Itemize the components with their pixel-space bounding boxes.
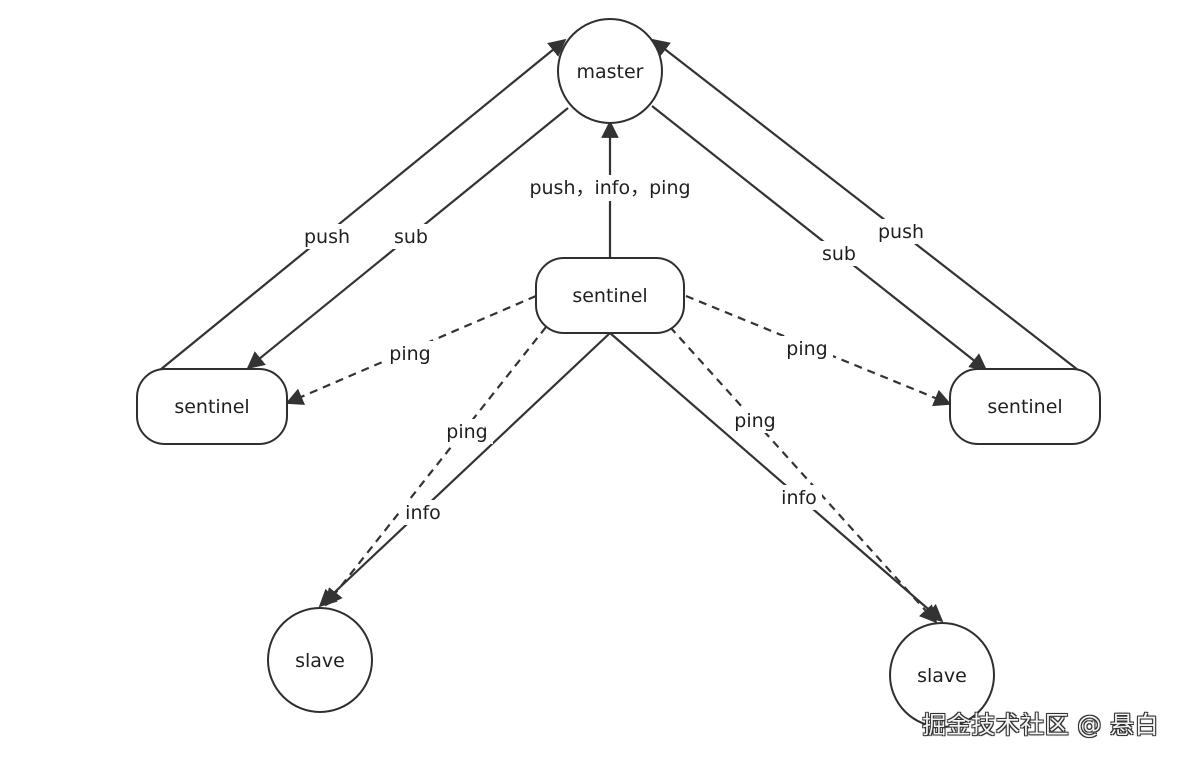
label-ping-left-sentinel: ping [384, 341, 436, 366]
label-ping-left-slave: ping [441, 419, 493, 444]
label-ping-right-slave: ping [729, 408, 781, 433]
node-sentinel-center: sentinel [535, 257, 685, 334]
node-slave-right: slave [889, 622, 995, 728]
label-info-right-slave: info [776, 485, 822, 510]
node-slave-left: slave [267, 607, 373, 713]
label-right-sub: sub [818, 241, 860, 266]
edge-left-sentinel-push-master [159, 38, 567, 371]
svg-text:push，info，ping: push，info，ping [529, 177, 690, 199]
svg-text:ping: ping [786, 338, 827, 360]
label-ping-right-sentinel: ping [781, 336, 833, 361]
svg-text:push: push [878, 221, 924, 243]
svg-text:info: info [781, 487, 817, 509]
svg-text:ping: ping [389, 343, 430, 365]
node-sentinel-right: sentinel [949, 368, 1101, 445]
label-left-sub: sub [390, 224, 432, 249]
edge-center-ping-right-slave [669, 326, 938, 624]
svg-text:slave: slave [295, 650, 345, 672]
svg-text:sub: sub [394, 226, 428, 248]
edge-center-ping-left-slave [324, 326, 547, 607]
edge-center-info-left-slave [318, 332, 611, 608]
svg-text:sentinel: sentinel [987, 396, 1062, 418]
label-right-push: push [874, 219, 928, 244]
svg-text:master: master [576, 61, 643, 83]
svg-text:slave: slave [917, 665, 967, 687]
svg-text:sentinel: sentinel [572, 285, 647, 307]
svg-text:push: push [304, 226, 350, 248]
label-left-push: push [300, 224, 354, 249]
label-center-push-info-ping: push，info，ping [526, 175, 694, 201]
edge-center-ping-left-sentinel [285, 294, 537, 405]
svg-text:info: info [405, 502, 441, 524]
svg-text:ping: ping [446, 421, 487, 443]
svg-text:sub: sub [822, 243, 856, 265]
svg-text:sentinel: sentinel [174, 396, 249, 418]
svg-text:ping: ping [734, 410, 775, 432]
watermark: 掘金技术社区 @ 悬白 [922, 711, 1159, 739]
edge-center-info-right-slave [609, 332, 944, 623]
edge-right-sentinel-push-master [651, 38, 1079, 371]
node-sentinel-left: sentinel [136, 368, 288, 445]
node-master: master [557, 18, 663, 124]
label-info-left-slave: info [400, 500, 446, 525]
edge-master-sub-right-sentinel [651, 105, 988, 372]
